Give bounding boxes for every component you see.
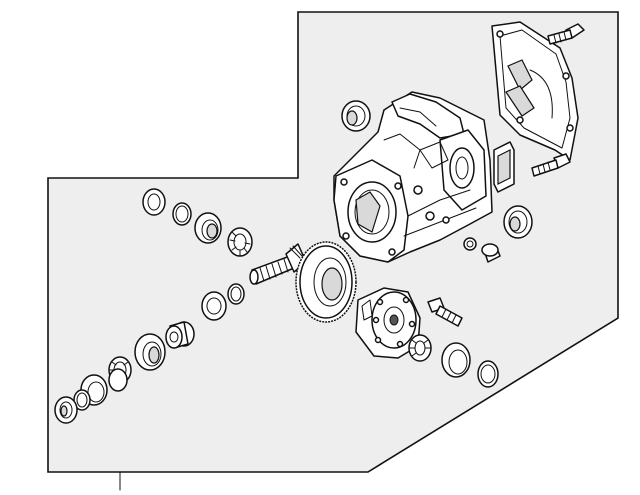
ring-gear-bolt [427,297,463,327]
side-seal [503,205,533,239]
drain-plug [481,243,501,263]
case-race [441,342,471,378]
pinion-spacer [201,291,227,321]
differential-housing [333,91,493,263]
housing-cover [491,21,579,161]
shim-top [172,202,192,226]
differential-case [355,287,421,359]
case-shim [477,360,499,388]
pinion-seal [341,100,371,132]
bracket [493,141,515,193]
mount-bolt [531,153,571,177]
tapered-bearing [227,227,253,257]
outer-seal [54,396,78,424]
fill-washer [463,237,477,251]
outer-race [134,333,166,371]
bearing-race-top [142,188,166,216]
spacer-ring [108,368,128,392]
ring-gear [295,241,357,323]
bearing-cup [194,212,222,244]
cover-bolt [547,23,585,45]
case-bearing [408,334,432,362]
pinion-shim [227,283,245,305]
yoke-flange [165,321,195,349]
